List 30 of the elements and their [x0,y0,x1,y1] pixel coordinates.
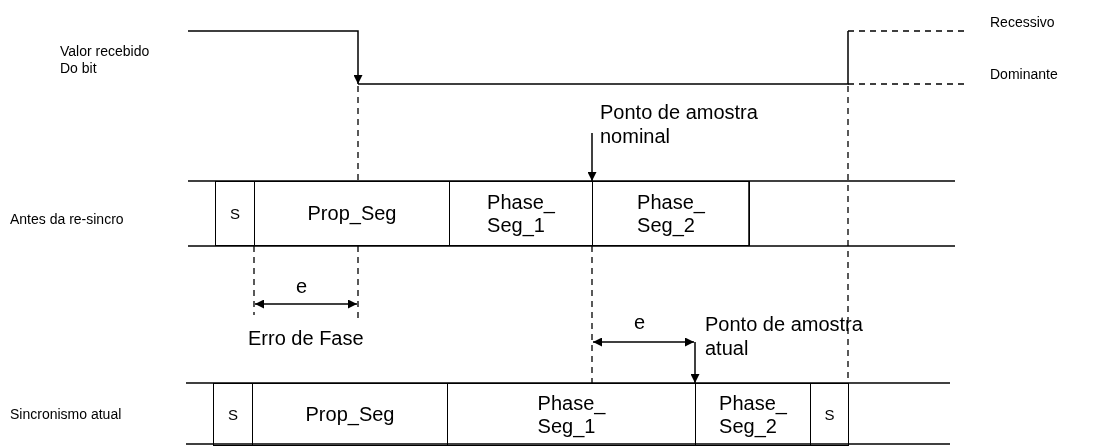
segment-cell [449,181,593,246]
segment-label: Phase_ Seg_2 [637,190,705,237]
segment-label: S [228,405,238,424]
row-label: Antes da re-sincro [10,211,124,228]
signal-label: Valor recebido Do bit [60,43,151,77]
segment-label: Prop_Seg [305,403,395,426]
segment-cell [254,181,450,246]
segment-label: Prop_Seg [307,202,397,225]
segment-cell [215,181,255,246]
segment-cell [810,383,849,446]
callout-text: Ponto de amostra atual [705,312,864,360]
arrow [690,341,700,384]
segment-cell [447,383,696,446]
segment-cell [252,383,448,446]
level-label: Recessivo [990,14,1055,31]
segment-label: Phase_ Seg_1 [487,190,555,237]
dimension-label: e [296,274,308,298]
segment-label: Phase_ Seg_1 [537,391,606,438]
segment-cell [213,383,253,446]
segment-cell [592,181,750,246]
dimension-label: e [634,310,646,334]
segment-label: Phase_ Seg_2 [719,391,787,438]
segment-label: S [230,204,240,223]
segment-cell [695,383,811,446]
row-label: Sincronismo atual [10,406,122,423]
caption: Erro de Fase [248,326,364,350]
arrow [587,132,597,182]
callout-text: Ponto de amostra nominal [600,100,759,148]
segment-label: S [824,405,835,424]
level-label: Dominante [990,66,1058,83]
